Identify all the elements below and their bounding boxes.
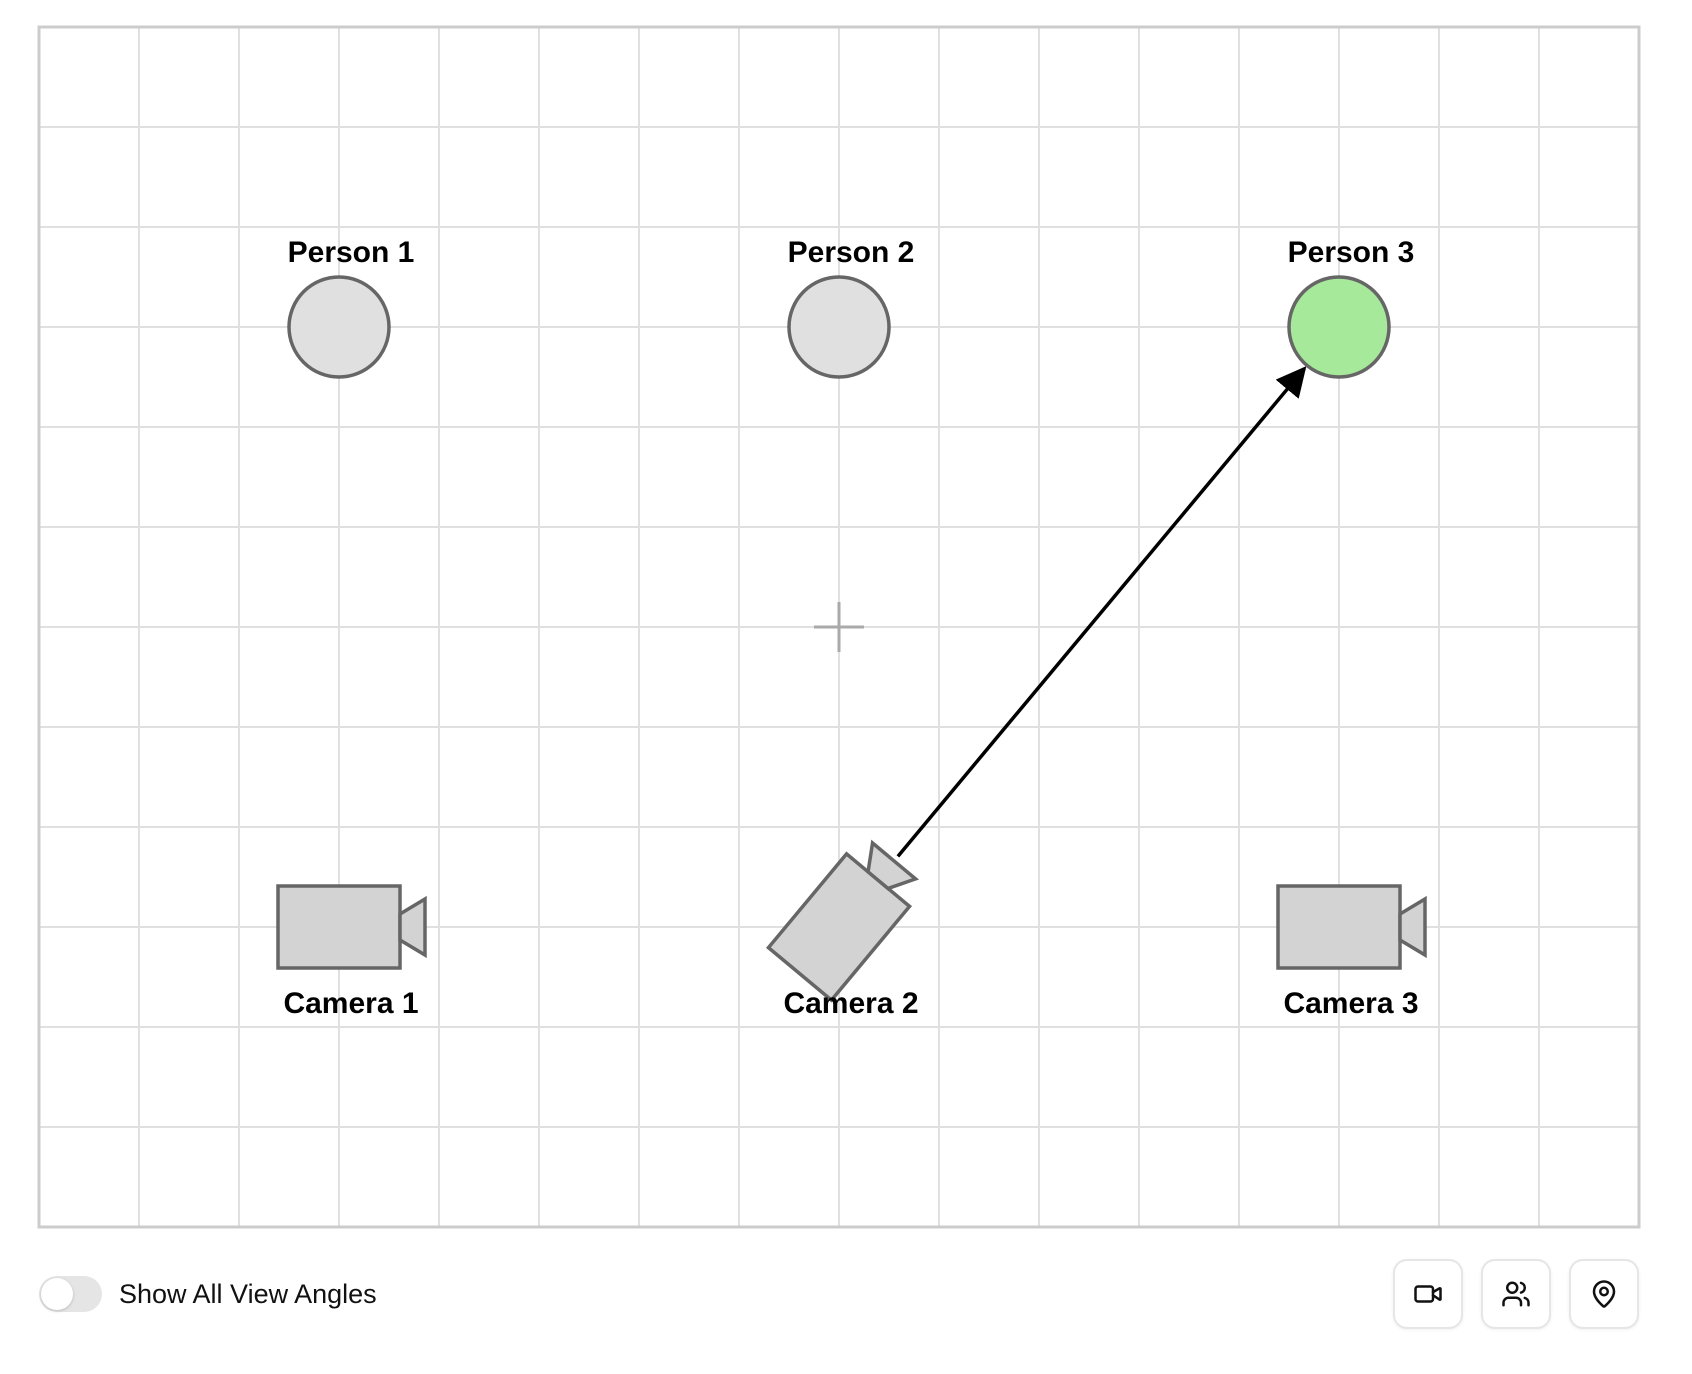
- toggle-label: Show All View Angles: [119, 1278, 377, 1309]
- cameras-layer: [276, 835, 1427, 1003]
- toggle-knob[interactable]: [41, 1278, 73, 1310]
- toggle-track[interactable]: [39, 1276, 102, 1312]
- camera-lens: [398, 895, 427, 959]
- camera-body: [276, 884, 402, 970]
- show-all-view-angles-toggle[interactable]: Show All View Angles: [39, 1276, 377, 1312]
- grid: [37, 25, 1641, 1229]
- view-arrows: [896, 366, 1307, 858]
- tool-buttons: [1393, 1259, 1639, 1329]
- controls-bar: Show All View Angles: [39, 1258, 1639, 1330]
- camera-1-label: Camera 1: [283, 987, 418, 1020]
- camera-2[interactable]: [765, 835, 925, 1003]
- person-1[interactable]: [287, 275, 391, 379]
- center-crosshair-icon: [814, 602, 864, 652]
- labels-layer: Person 1 Person 2 Person 3 Camera 1 Camera 2…: [283, 236, 1418, 1020]
- camera-lens: [866, 839, 920, 891]
- add-camera-button[interactable]: [1393, 1259, 1463, 1329]
- person-1-label: Person 1: [288, 236, 415, 269]
- person-3-label: Person 3: [1288, 236, 1415, 269]
- scene-canvas[interactable]: Person 1 Person 2 Person 3 Camera 1 Camera 2…: [0, 0, 1692, 1240]
- camera-body: [1276, 884, 1402, 970]
- add-person-button[interactable]: [1481, 1259, 1551, 1329]
- camera-1[interactable]: [276, 884, 427, 970]
- persons-layer: [287, 275, 1391, 379]
- canvas-border: [37, 25, 1641, 1229]
- camera-2-view-arrow: [896, 366, 1307, 858]
- person-3[interactable]: [1287, 275, 1391, 379]
- person-2-label: Person 2: [788, 236, 915, 269]
- video-icon: [1414, 1285, 1442, 1303]
- camera-2-label: Camera 2: [783, 987, 918, 1020]
- camera-lens: [1398, 895, 1427, 959]
- users-icon: [1502, 1281, 1530, 1307]
- camera-3-label: Camera 3: [1283, 987, 1418, 1020]
- map-pin-icon: [1592, 1280, 1616, 1308]
- person-2[interactable]: [787, 275, 891, 379]
- add-location-button[interactable]: [1569, 1259, 1639, 1329]
- camera-3[interactable]: [1276, 884, 1427, 970]
